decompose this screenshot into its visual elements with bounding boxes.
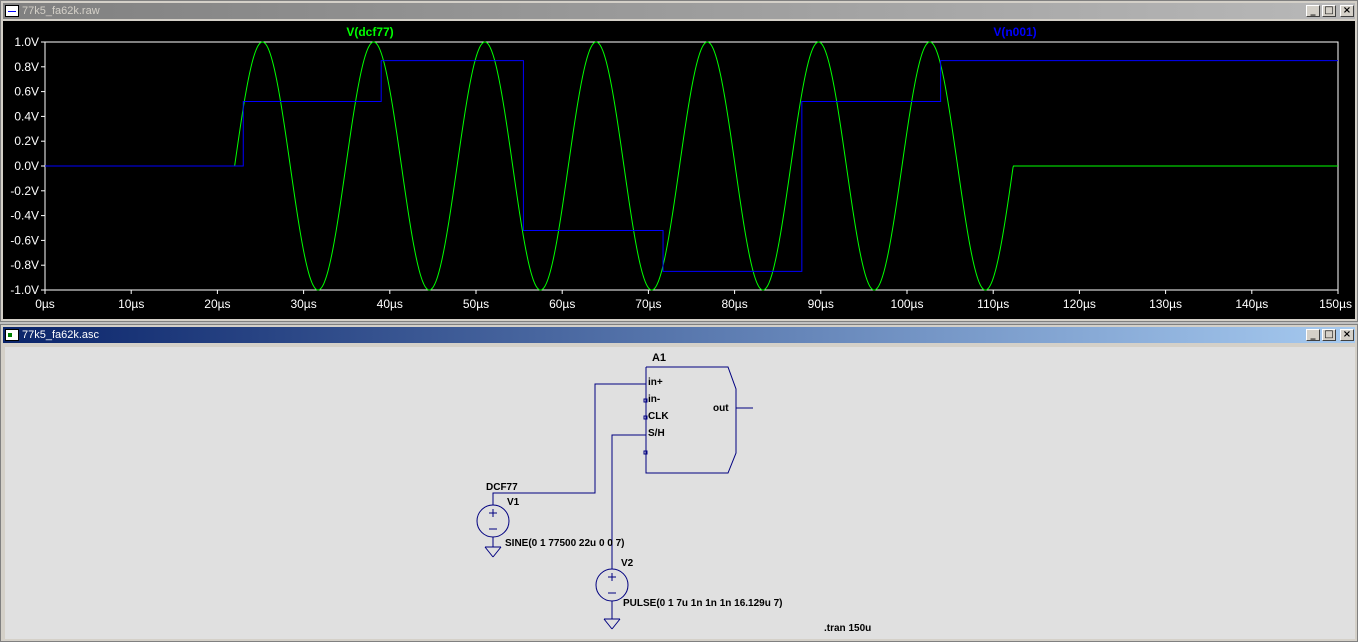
pin-label-clk: CLK <box>648 411 669 422</box>
y-tick-label: -1.0V <box>10 283 39 297</box>
pin-label-in-minus: in- <box>648 394 660 405</box>
x-tick-label: 140µs <box>1235 297 1268 311</box>
x-tick-label: 150µs <box>1319 297 1352 311</box>
y-tick-label: 0.4V <box>14 109 39 123</box>
x-tick-label: 50µs <box>463 297 489 311</box>
trace-vn001 <box>45 60 1338 272</box>
y-tick-label: 0.2V <box>14 134 39 148</box>
pin-label-out: out <box>713 403 729 414</box>
schematic-window: 77k5_fa62k.asc _ □ × A1 in+ in- CLK S/H … <box>0 324 1358 642</box>
x-tick-label: 90µs <box>808 297 834 311</box>
x-tick-label: 0µs <box>35 297 55 311</box>
v2-name[interactable]: V2 <box>621 558 634 569</box>
ground-icon <box>603 618 621 630</box>
maximize-button[interactable]: □ <box>1322 329 1336 341</box>
v2-value[interactable]: PULSE(0 1 7u 1n 1n 1n 16.129u 7) <box>623 598 783 609</box>
pin-label-in-plus: in+ <box>648 377 663 388</box>
trace-label-n001[interactable]: V(n001) <box>993 25 1036 39</box>
spice-directive[interactable]: .tran 150u <box>824 623 871 634</box>
x-tick-label: 80µs <box>721 297 747 311</box>
waveform-window-title: 77k5_fa62k.raw <box>22 5 100 17</box>
axis-ticks: 1.0V 0.8V 0.6V 0.4V 0.2V 0.0V -0.2V -0.4V -0.6V -… <box>10 35 1352 311</box>
trace-label-dcf77[interactable]: V(dcf77) <box>346 25 393 39</box>
waveform-app-icon[interactable] <box>5 5 19 17</box>
x-tick-label: 40µs <box>377 297 403 311</box>
schematic-app-icon[interactable] <box>5 329 19 341</box>
schematic-titlebar[interactable]: 77k5_fa62k.asc _ □ × <box>3 327 1355 343</box>
waveform-plot-area[interactable]: 1.0V 0.8V 0.6V 0.4V 0.2V 0.0V -0.2V -0.4V -0.6V -… <box>3 21 1355 319</box>
v1-name[interactable]: V1 <box>507 497 520 508</box>
y-tick-label: 0.0V <box>14 159 39 173</box>
close-button[interactable]: × <box>1340 5 1354 17</box>
x-tick-label: 110µs <box>977 297 1009 311</box>
y-tick-label: -0.8V <box>10 258 39 272</box>
y-tick-label: -0.6V <box>10 233 39 247</box>
v1-value[interactable]: SINE(0 1 77500 22u 0 0 7) <box>505 538 625 549</box>
wire-dcf77-net[interactable] <box>492 383 646 505</box>
y-tick-label: -0.4V <box>10 209 39 223</box>
y-tick-label: 0.8V <box>14 60 39 74</box>
ground-icon <box>484 546 502 558</box>
pin-label-sh: S/H <box>648 428 665 439</box>
y-tick-label: -0.2V <box>10 184 39 198</box>
schematic-canvas[interactable]: A1 in+ in- CLK S/H out DCF77 V1 SINE(0 1… <box>5 347 1355 639</box>
voltage-source-v2[interactable] <box>595 568 629 619</box>
y-tick-label: 1.0V <box>14 35 39 49</box>
sample-hold-component-a1[interactable] <box>645 366 753 474</box>
voltage-source-v1[interactable] <box>476 504 510 547</box>
component-ref-a1[interactable]: A1 <box>652 352 666 364</box>
x-tick-label: 20µs <box>204 297 230 311</box>
schematic-window-title: 77k5_fa62k.asc <box>22 329 100 341</box>
x-tick-label: 60µs <box>549 297 575 311</box>
net-label-dcf77[interactable]: DCF77 <box>486 482 518 493</box>
x-tick-label: 120µs <box>1063 297 1096 311</box>
pin-marker-clk <box>643 415 648 420</box>
maximize-button[interactable]: □ <box>1322 5 1336 17</box>
schematic-background <box>5 347 1355 639</box>
close-button[interactable]: × <box>1340 329 1354 341</box>
minimize-button[interactable]: _ <box>1306 5 1320 17</box>
x-tick-label: 70µs <box>635 297 661 311</box>
pin-marker-in-minus <box>643 398 648 403</box>
waveform-titlebar[interactable]: 77k5_fa62k.raw _ □ × <box>3 3 1355 19</box>
x-tick-label: 30µs <box>290 297 316 311</box>
x-tick-label: 10µs <box>118 297 144 311</box>
wire-sh-net[interactable] <box>611 434 646 569</box>
waveform-window: 77k5_fa62k.raw _ □ × 1.0V 0.8V 0.6V 0.4V 0.2… <box>0 0 1358 322</box>
y-tick-label: 0.6V <box>14 85 39 99</box>
x-tick-label: 130µs <box>1149 297 1182 311</box>
x-tick-label: 100µs <box>891 297 924 311</box>
pin-marker-gnd <box>643 450 648 455</box>
trace-vdcf77 <box>45 41 1338 291</box>
minimize-button[interactable]: _ <box>1306 329 1320 341</box>
series-traces <box>45 41 1338 291</box>
